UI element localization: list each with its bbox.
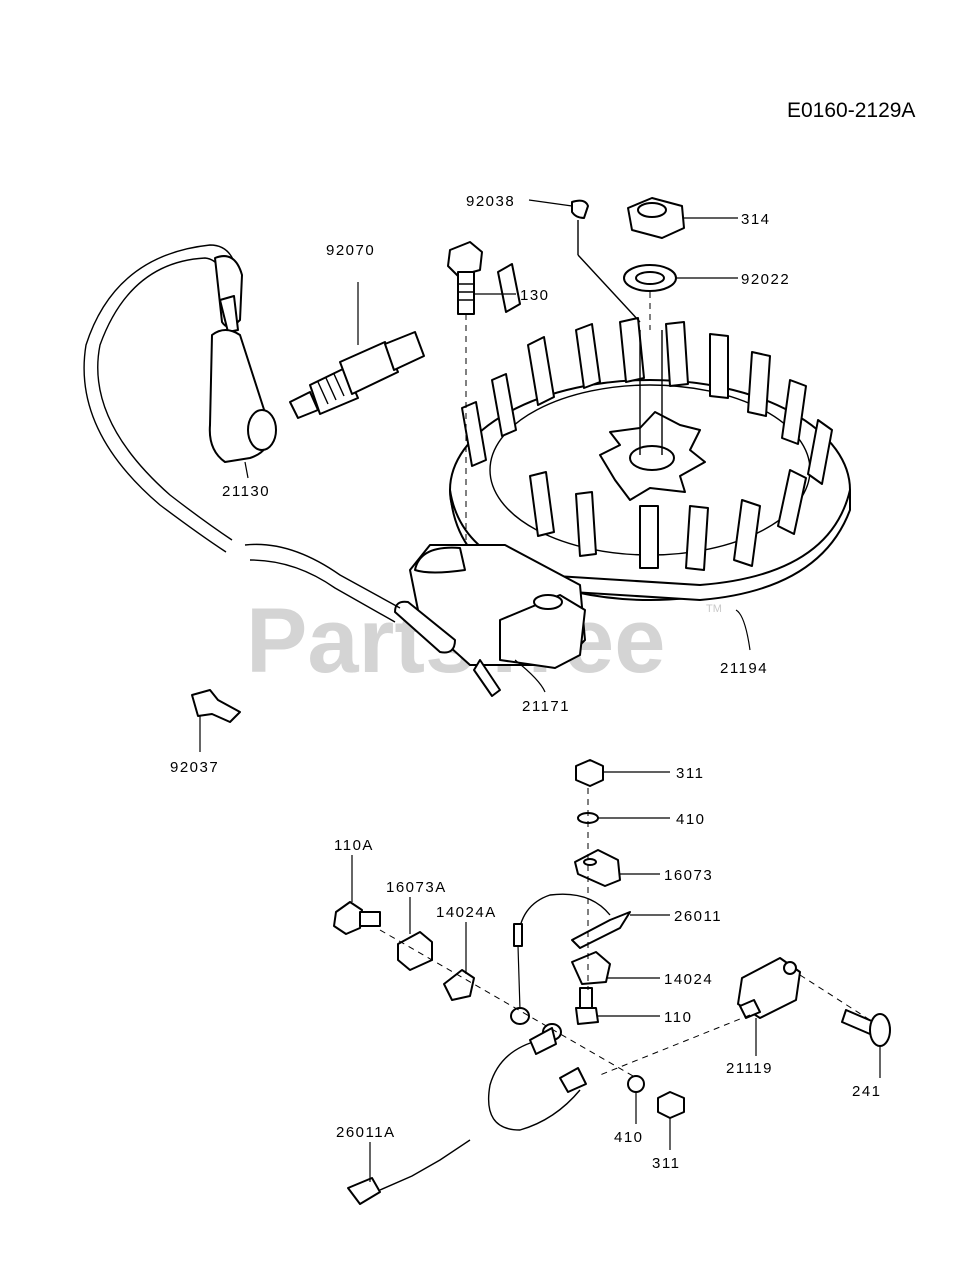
- bolt-110-part[interactable]: [575, 987, 599, 1025]
- nut-311-bottom-part[interactable]: [657, 1091, 685, 1119]
- plate-16073A-part[interactable]: [397, 931, 433, 971]
- callout-21130[interactable]: 21130: [222, 483, 270, 500]
- watermark-tm: TM: [706, 603, 722, 615]
- callout-241[interactable]: 241: [852, 1083, 882, 1100]
- clamp-14024-part[interactable]: [571, 951, 611, 985]
- mount-axis: [379, 929, 641, 1081]
- terminal-26011-part[interactable]: [571, 911, 631, 949]
- callout-130[interactable]: 130: [520, 287, 550, 304]
- callout-16073[interactable]: 16073: [664, 867, 713, 884]
- callout-21119[interactable]: 21119: [726, 1060, 773, 1077]
- spark-plug-part[interactable]: [289, 331, 425, 419]
- callout-314[interactable]: 314: [741, 211, 771, 228]
- wire-26011A-terminal: [347, 1177, 381, 1205]
- switch-21119-axis: [599, 1014, 751, 1076]
- callout-311-bottom[interactable]: 311: [652, 1155, 680, 1172]
- screw-241-part[interactable]: [841, 1009, 891, 1047]
- bolt-110A-part[interactable]: [333, 901, 381, 935]
- callout-92070[interactable]: 92070: [326, 242, 375, 259]
- key-axis-2: [577, 254, 641, 323]
- leader-lines: [199, 199, 881, 1182]
- switch-21119-part[interactable]: [737, 957, 801, 1019]
- callout-410-top[interactable]: 410: [676, 811, 706, 828]
- callout-14024[interactable]: 14024: [664, 971, 713, 988]
- callout-21194[interactable]: 21194: [720, 660, 768, 677]
- callout-110[interactable]: 110: [664, 1009, 692, 1026]
- bolt-130-part[interactable]: [447, 241, 483, 315]
- callout-92038[interactable]: 92038: [466, 193, 515, 210]
- lead-lower: [244, 543, 401, 609]
- callout-16073A[interactable]: 16073A: [386, 879, 447, 896]
- wire-26011A: [488, 1039, 581, 1131]
- plate-16073-part[interactable]: [574, 849, 621, 887]
- callout-26011A[interactable]: 26011A: [336, 1124, 396, 1141]
- washer-92022-part[interactable]: [623, 264, 677, 292]
- callout-110A[interactable]: 110A: [334, 837, 374, 854]
- callout-311-top[interactable]: 311: [676, 765, 704, 782]
- callout-92022[interactable]: 92022: [741, 271, 790, 288]
- ignition-coil-part[interactable]: [394, 544, 586, 697]
- callout-labels: 92038 314 92022 92070 130 21130 21194 21…: [170, 193, 882, 1172]
- callout-14024A[interactable]: 14024A: [436, 904, 497, 921]
- diagram-code: E0160-2129A: [787, 99, 915, 122]
- washer-410-bottom-part[interactable]: [627, 1075, 645, 1093]
- nut-314-part[interactable]: [627, 197, 685, 239]
- callout-92037[interactable]: 92037: [170, 759, 219, 776]
- callout-21171[interactable]: 21171: [522, 698, 570, 715]
- key-92038-part[interactable]: [571, 199, 589, 219]
- ignition-lead: [97, 257, 233, 541]
- callout-26011[interactable]: 26011: [674, 908, 722, 925]
- clamp-14024A-part[interactable]: [443, 969, 475, 1001]
- bracket-92037-part[interactable]: [191, 689, 241, 723]
- callout-410-bottom[interactable]: 410: [614, 1129, 644, 1146]
- flywheel-part[interactable]: [449, 263, 851, 601]
- wire-26011-sleeve: [513, 923, 523, 947]
- eyelet-part[interactable]: [510, 1007, 530, 1025]
- nut-311-top-part[interactable]: [575, 759, 604, 787]
- wire-26011: [517, 893, 611, 941]
- lead-lower-outer: [249, 559, 396, 623]
- ignition-lead-outer: [83, 244, 239, 553]
- spark-plug-cap-part[interactable]: [208, 295, 277, 463]
